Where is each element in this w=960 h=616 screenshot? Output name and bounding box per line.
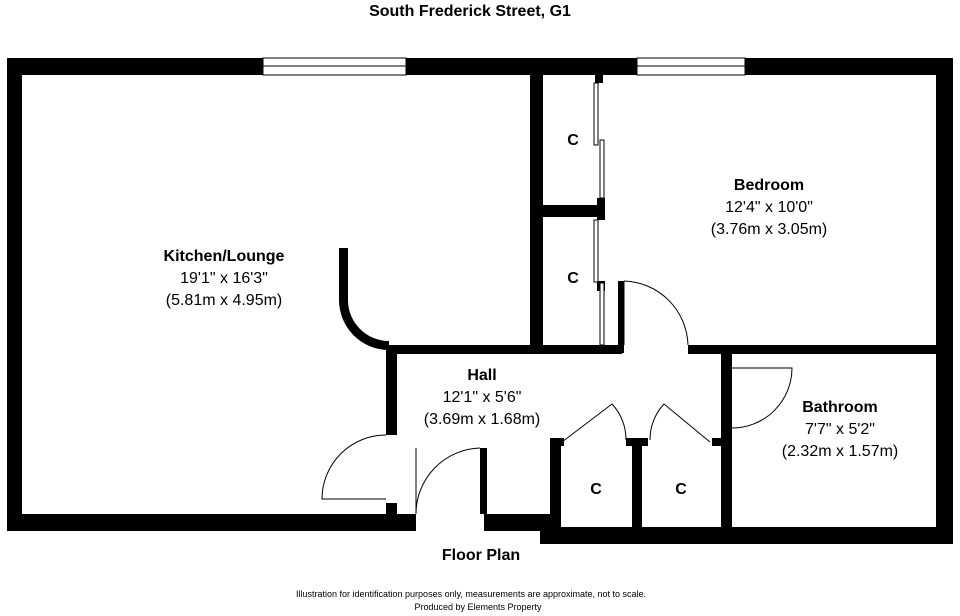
bottom-wall-right xyxy=(540,527,953,544)
bottom-wall-right-stub xyxy=(484,514,550,531)
bottom-wall-left xyxy=(7,514,416,531)
closet-shelf-wall xyxy=(543,205,603,217)
producer-credit: Produced by Elements Property xyxy=(414,602,542,612)
hall-name: Hall xyxy=(467,367,497,384)
right-wall xyxy=(936,58,953,544)
closet-shelf-post xyxy=(597,198,605,220)
bedroom-imperial: 12'4" x 10'0" xyxy=(725,199,813,216)
kitchen-closet-wall xyxy=(530,75,543,353)
closet-label-middle: C xyxy=(567,270,579,287)
top-wall-left xyxy=(7,58,263,75)
entrance-door-swing xyxy=(415,447,481,515)
top-wall-middle xyxy=(406,58,637,75)
hall-closet-divider xyxy=(632,442,642,544)
bathroom-door-swing xyxy=(731,367,793,429)
kitchen-counter-curve xyxy=(339,248,389,350)
bathroom-name: Bathroom xyxy=(802,399,878,416)
kitchen-door-swing xyxy=(321,434,387,500)
floor-plan-caption: Floor Plan xyxy=(441,547,521,564)
hall-top-wall-right xyxy=(688,345,936,354)
hall-closet-divider-cap xyxy=(626,438,648,446)
closet-label-top: C xyxy=(567,132,579,149)
bedroom-door-swing xyxy=(623,280,689,346)
hall-closet-left-wall xyxy=(550,442,561,544)
hall-closet-top-left xyxy=(550,438,564,446)
left-wall xyxy=(7,58,22,531)
kitchen-metric: (5.81m x 4.95m) xyxy=(165,292,283,309)
closet-top-sliding-door-b xyxy=(599,139,605,199)
hall-closet-left-door xyxy=(561,403,627,443)
hall-closet-right-door xyxy=(649,403,711,443)
hall-top-wall-left xyxy=(386,345,622,354)
closet-top-sliding-door-a xyxy=(593,82,599,146)
bathroom-metric: (2.32m x 1.57m) xyxy=(781,443,899,460)
bedroom-door-jamb xyxy=(618,281,624,353)
closet-label-hall-right: C xyxy=(675,481,687,498)
hall-left-wall xyxy=(386,345,397,435)
closet-lower-sliding-door-a xyxy=(593,219,599,283)
disclaimer-text: Illustration for identification purposes… xyxy=(295,589,647,599)
hall-closet-top-right xyxy=(712,438,726,446)
hall-metric: (3.69m x 1.68m) xyxy=(423,411,541,428)
kitchen-name: Kitchen/Lounge xyxy=(163,248,285,265)
bedroom-name: Bedroom xyxy=(733,177,805,194)
entrance-jamb-right xyxy=(480,448,487,514)
hall-imperial: 12'1" x 5'6" xyxy=(442,389,522,406)
bedroom-metric: (3.76m x 3.05m) xyxy=(710,221,828,238)
bathroom-imperial: 7'7" x 5'2" xyxy=(805,421,875,438)
closet-label-hall-left: C xyxy=(590,481,602,498)
top-wall-right xyxy=(745,58,953,75)
entrance-jamb-left xyxy=(386,503,397,531)
kitchen-imperial: 19'1" x 16'3" xyxy=(180,270,268,287)
closet-column-wall-top xyxy=(595,75,603,83)
plan-title: South Frederick Street, G1 xyxy=(369,3,571,20)
closet-lower-sliding-door-b xyxy=(599,282,605,346)
bathroom-left-wall xyxy=(721,354,732,544)
